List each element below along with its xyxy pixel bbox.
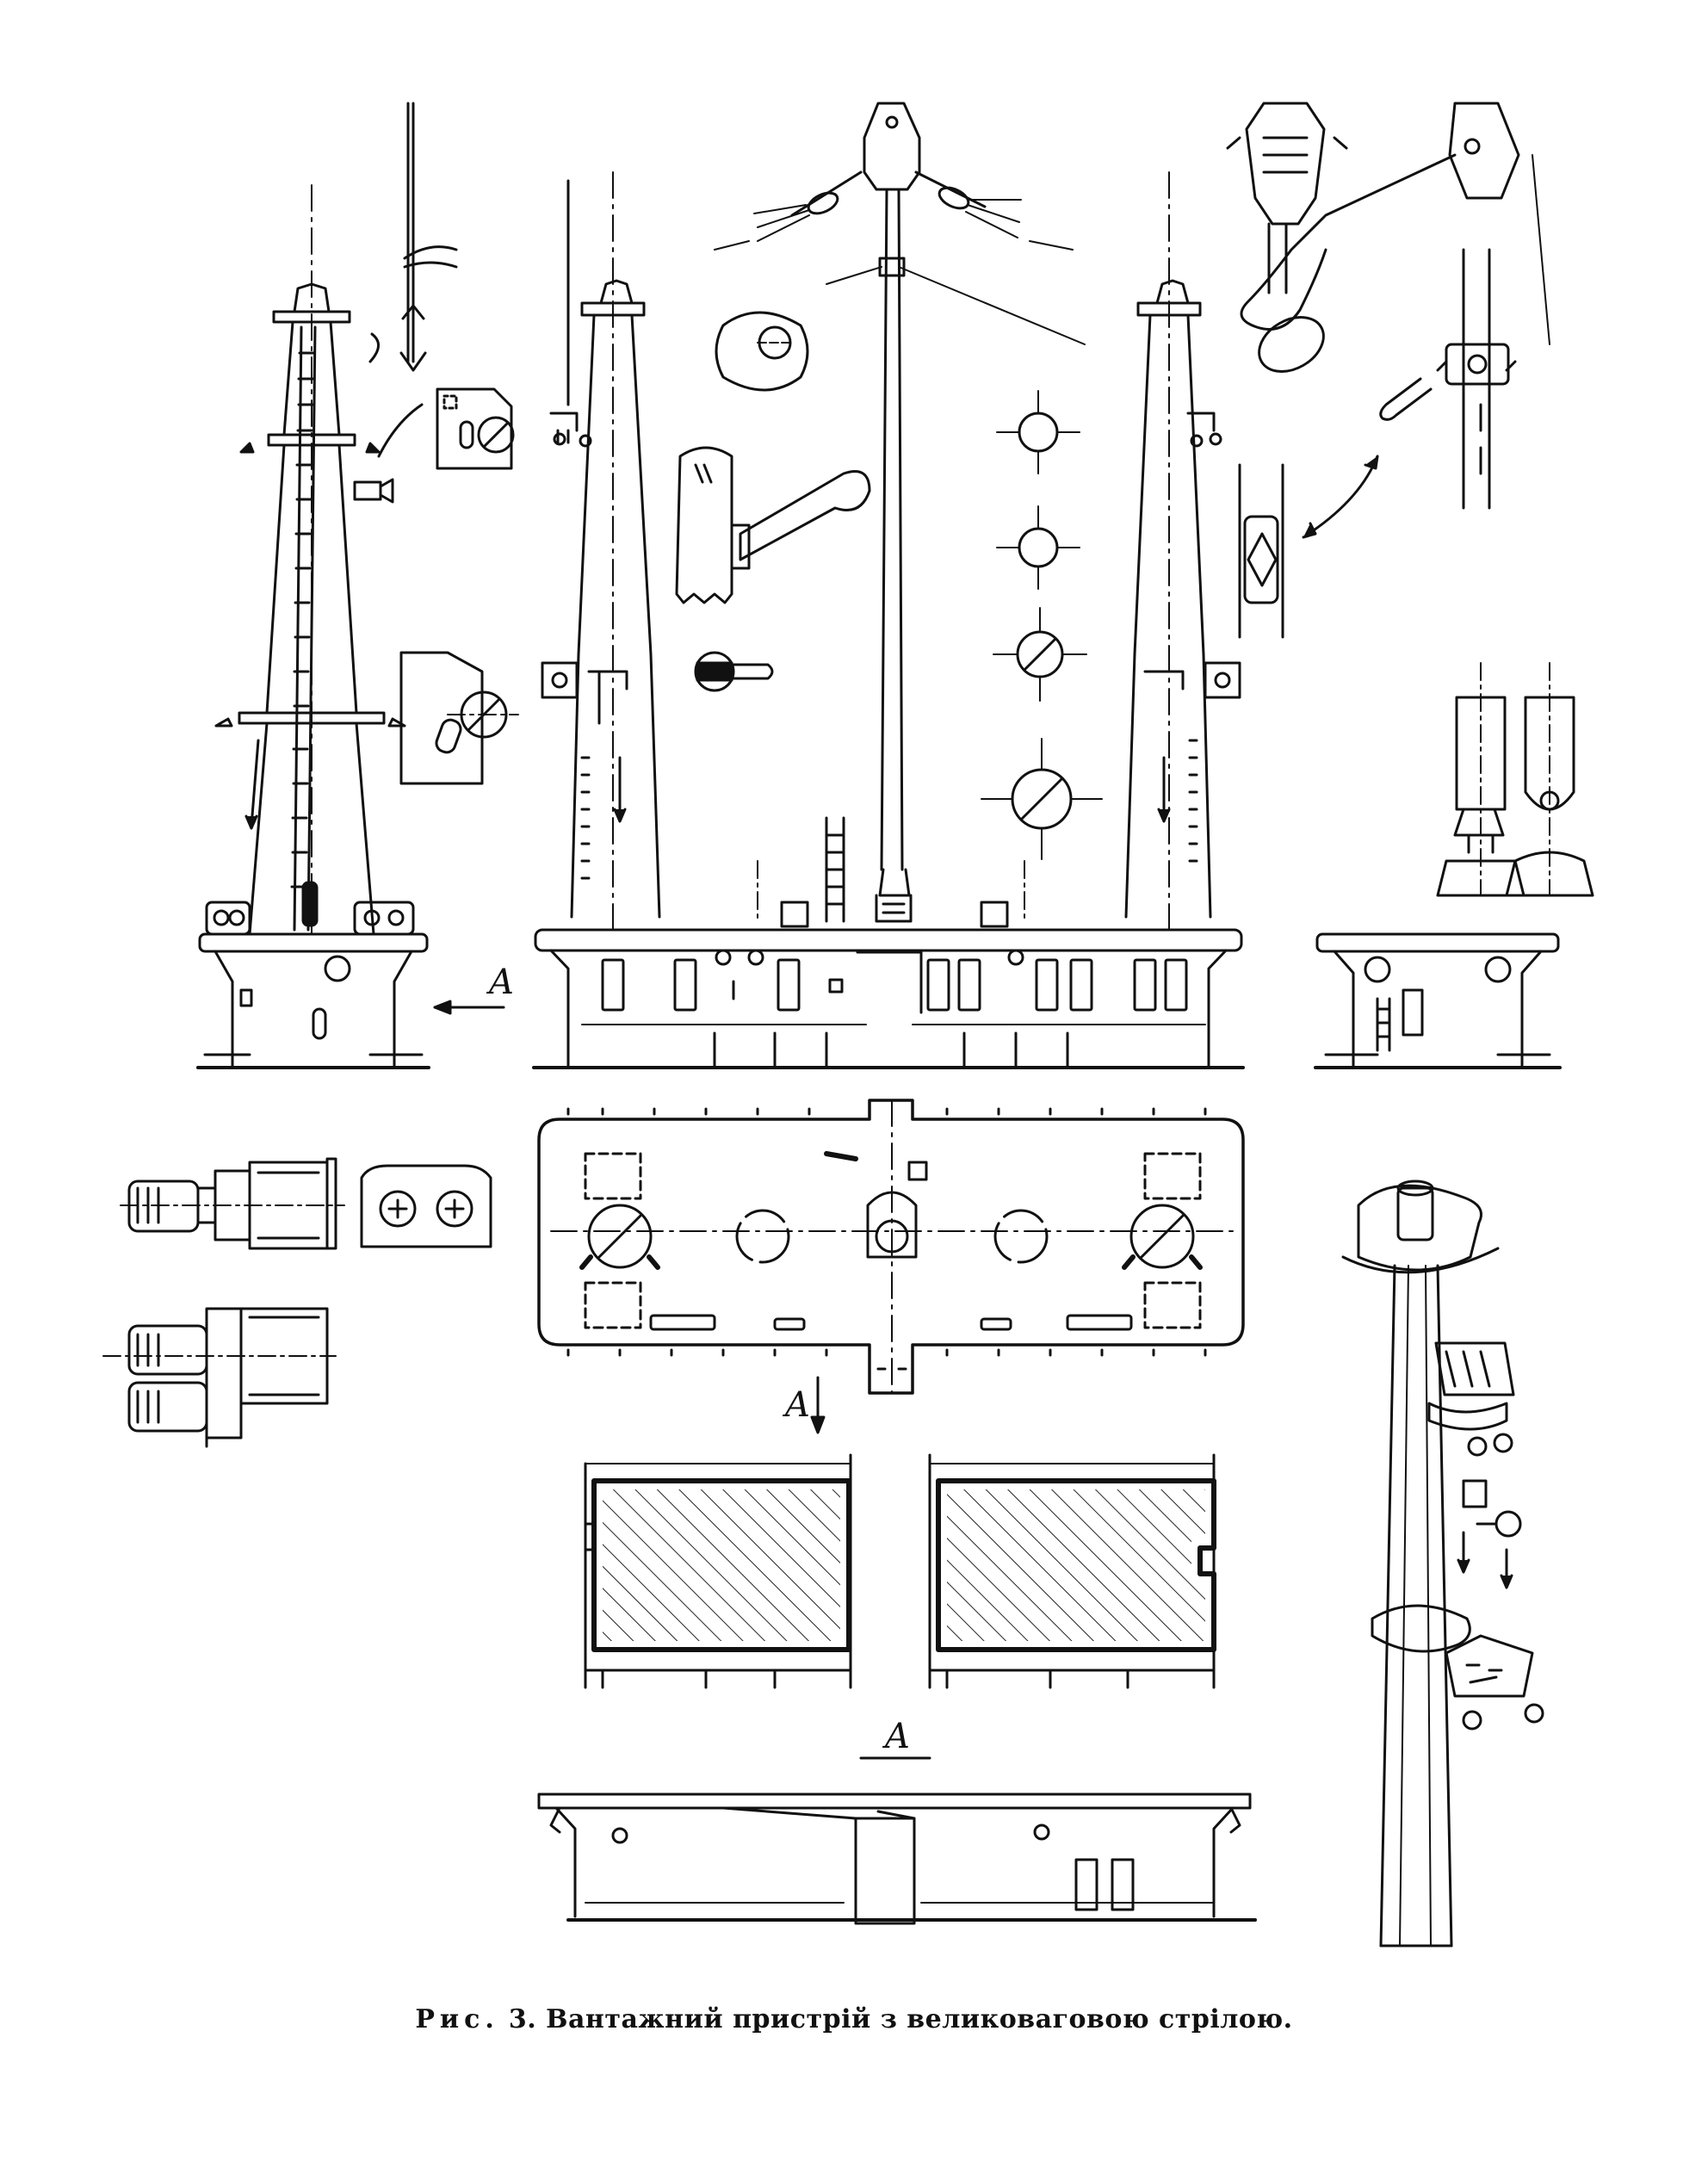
section-arrow-a-plan bbox=[810, 1376, 826, 1434]
winch-side-view bbox=[120, 1157, 345, 1250]
right-detail-clamp bbox=[1226, 102, 1348, 294]
winch-end-view bbox=[360, 1164, 492, 1248]
section-label-a-left: A bbox=[486, 963, 514, 1002]
winch-plan-view bbox=[102, 1307, 337, 1448]
gantry-detail-ring-3 bbox=[993, 607, 1087, 702]
gantry-detail-ring-4 bbox=[981, 738, 1103, 860]
mast-perspective-view bbox=[1341, 1180, 1544, 1947]
caption-prefix: Рис. bbox=[415, 2004, 499, 2034]
right-deckhouse-side bbox=[1314, 932, 1562, 1069]
left-detail-plate bbox=[436, 387, 515, 470]
gantry-detail-fitting bbox=[715, 311, 809, 392]
caption-number: 3. bbox=[508, 2004, 537, 2034]
right-detail-shackle-chain bbox=[1240, 102, 1550, 510]
gantry-detail-block bbox=[675, 446, 871, 604]
left-mast-ladder bbox=[290, 325, 317, 932]
left-detail-horn bbox=[353, 332, 424, 504]
right-detail-double-arrow bbox=[1302, 455, 1379, 539]
figure-caption: Рис. 3. Вантажний пристрій з великовагов… bbox=[0, 2004, 1708, 2034]
central-gantry-front-view bbox=[532, 102, 1245, 1069]
left-detail-shield bbox=[399, 651, 519, 785]
section-arrow-a-left bbox=[433, 1000, 505, 1015]
gantry-detail-cross-1 bbox=[694, 651, 774, 692]
section-view-title: A bbox=[882, 1717, 910, 1756]
hatch-cover-right bbox=[928, 1453, 1216, 1689]
gantry-detail-ring-2 bbox=[996, 505, 1080, 590]
gantry-detail-ring-1 bbox=[996, 390, 1080, 474]
plan-view-deck bbox=[537, 1099, 1245, 1395]
section-a-view bbox=[537, 1756, 1257, 1925]
caption-text: Вантажний пристрій з великоваговою стріл… bbox=[546, 2004, 1293, 2034]
right-detail-fork-pair bbox=[1436, 662, 1594, 897]
section-label-a-plan: A bbox=[782, 1385, 810, 1425]
left-mast-side-view bbox=[196, 184, 430, 1069]
left-detail-hook bbox=[399, 102, 458, 372]
hatch-cover-left bbox=[584, 1453, 852, 1689]
right-detail-lug bbox=[1238, 463, 1284, 639]
